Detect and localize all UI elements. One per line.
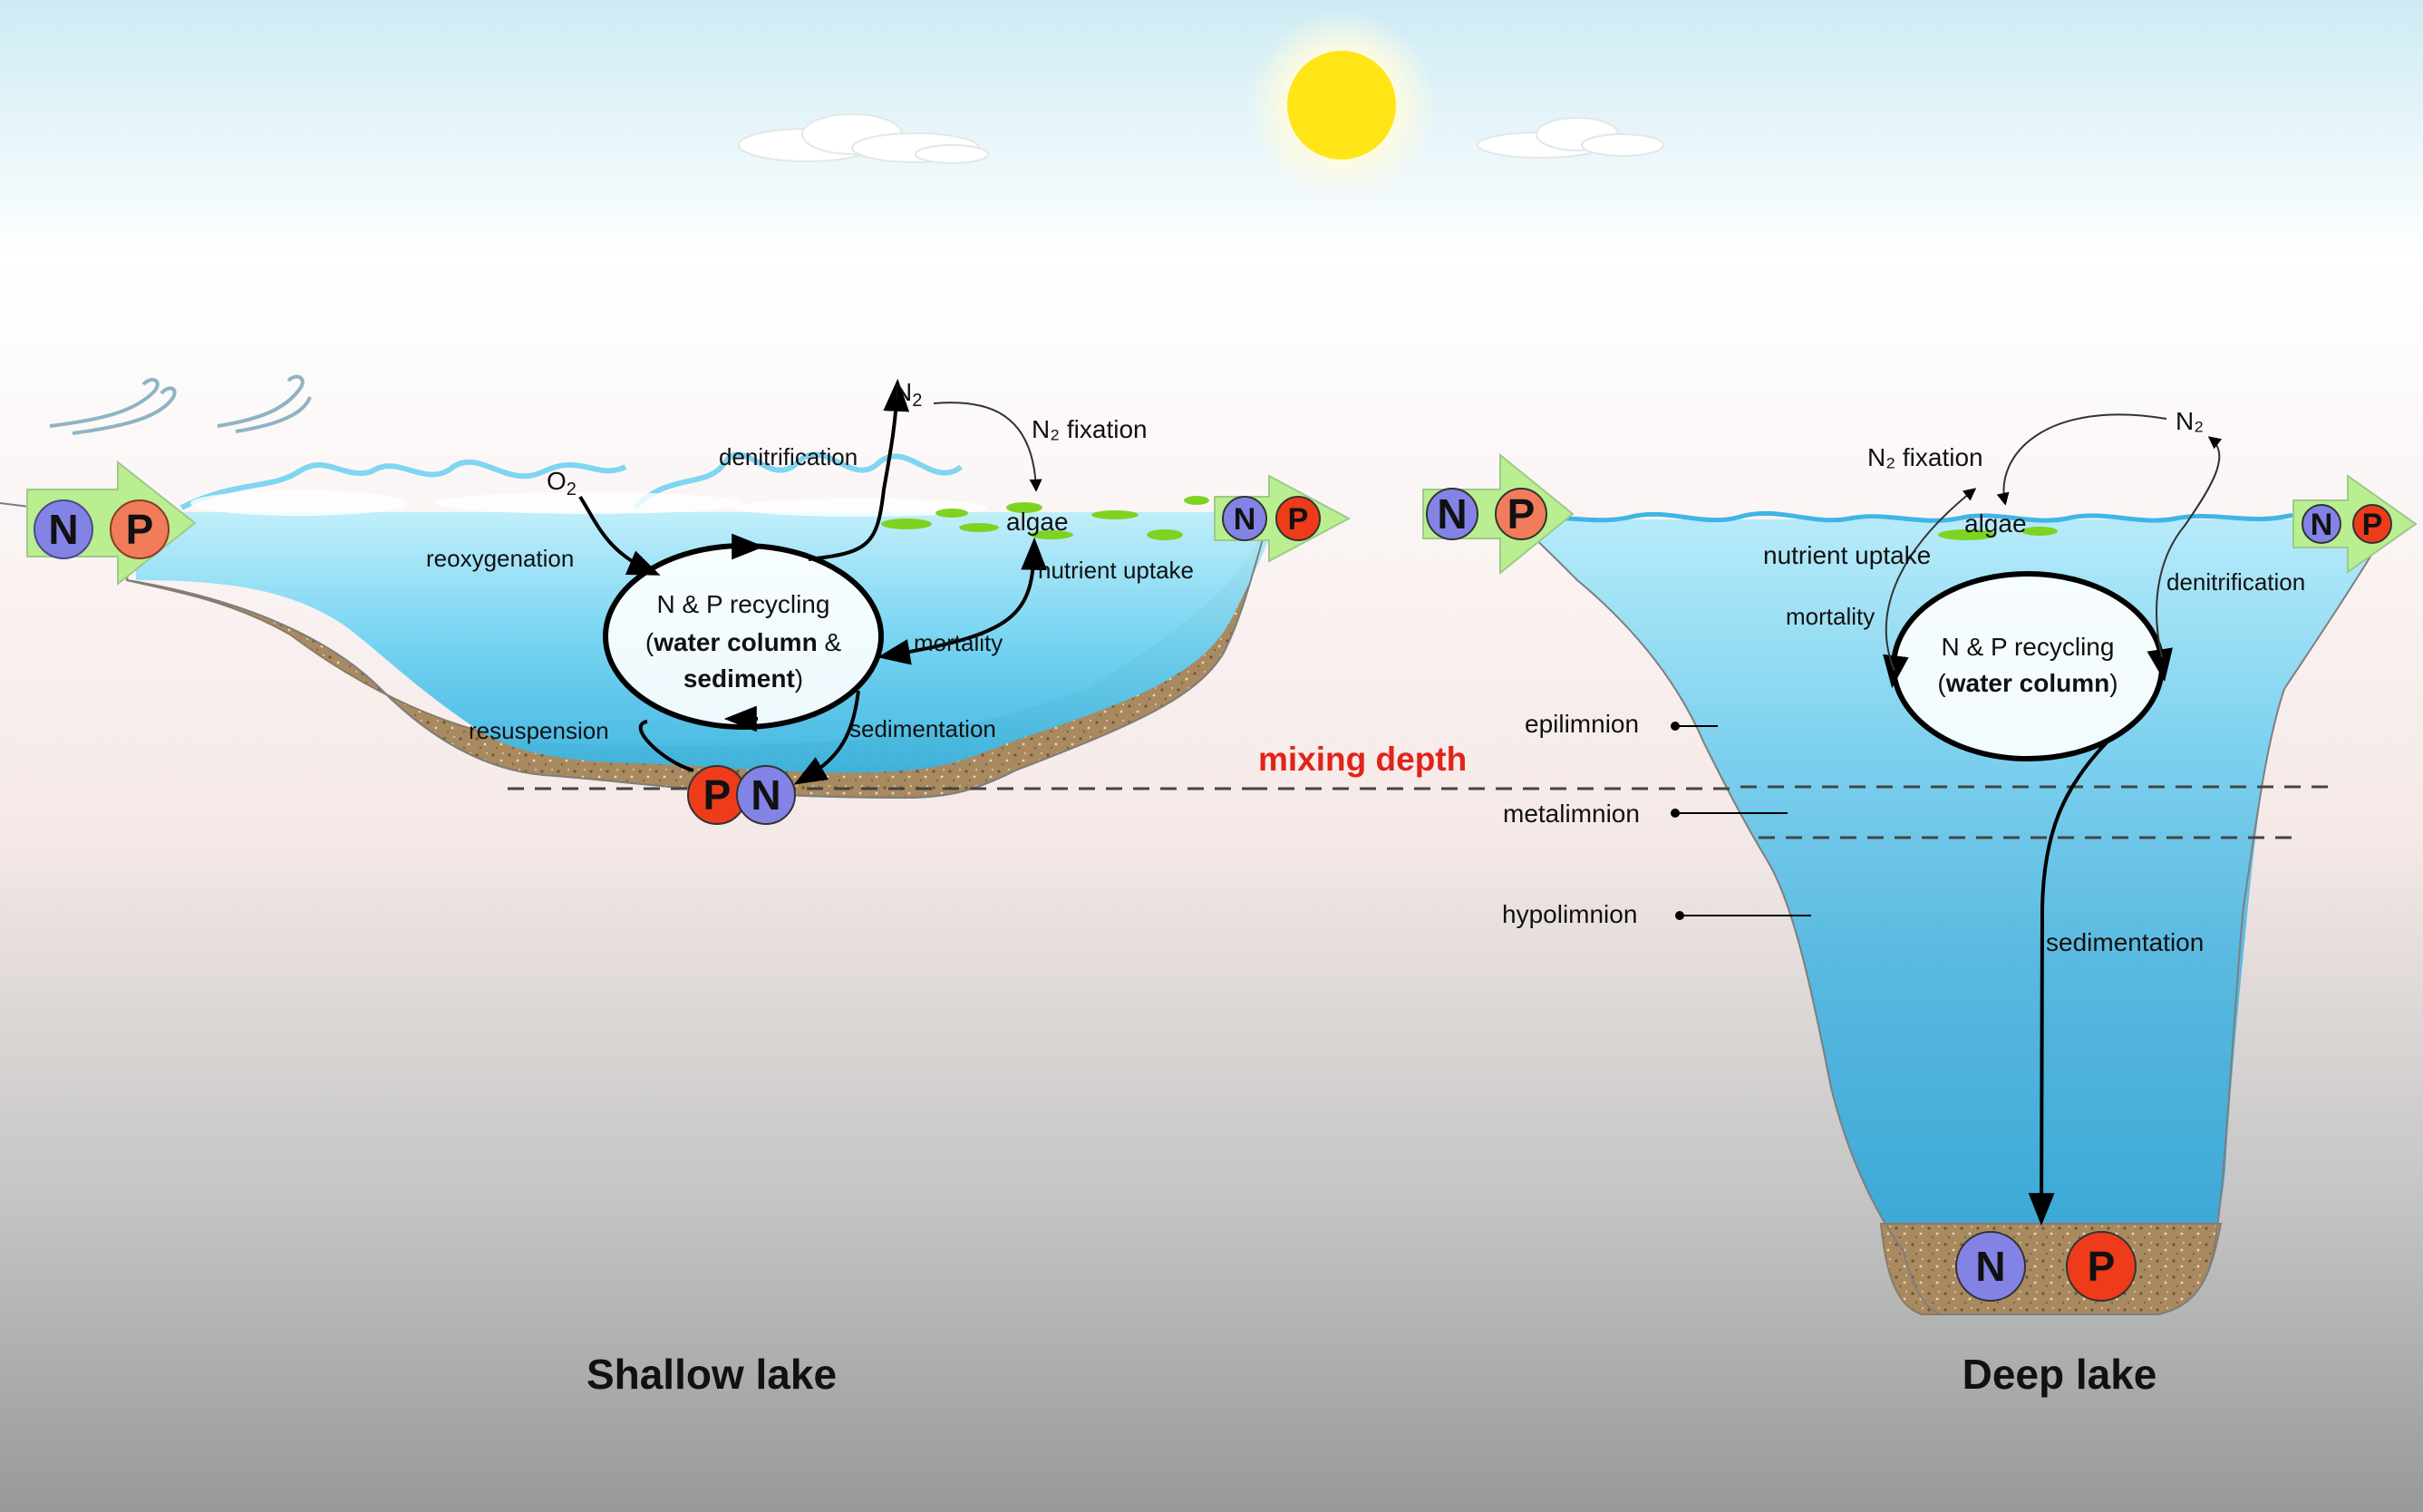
svg-text:P: P [1288, 502, 1309, 537]
svg-text:P: P [1507, 490, 1536, 538]
shallow-waves [179, 451, 963, 510]
n2-fixation-arrow [933, 402, 1042, 492]
svg-text:N: N [2311, 508, 2333, 542]
nitrogen-ball [1955, 1231, 2026, 1302]
shallow-n2-fixation-label: N₂ fixation [1032, 415, 1148, 443]
layer-callouts [1671, 722, 1811, 920]
epilimnion-label: epilimnion [1525, 710, 1639, 738]
shallow-flow-arrows [578, 378, 1048, 785]
svg-text:P: P [126, 506, 154, 553]
shallow-sedimentation-label: sedimentation [849, 715, 996, 742]
shallow-sediment-nutrients: P N [687, 765, 796, 825]
hypolimnion-label: hypolimnion [1502, 900, 1637, 928]
nitrogen-ball [2302, 504, 2341, 544]
phosphorus-ball [1495, 488, 1547, 540]
cloud-icon [738, 113, 989, 164]
deep-water [1514, 519, 2393, 1251]
deep-denitrification-label: denitrification [2166, 568, 2305, 596]
shallow-reoxygenation-label: reoxygenation [426, 545, 574, 572]
shallow-denitrification-label: denitrification [719, 443, 858, 470]
deep-algae-label: algae [1964, 509, 2027, 538]
shallow-algae-label: algae [1006, 508, 1069, 536]
deep-waves [1531, 510, 2394, 523]
wind-icon [49, 374, 312, 435]
metalimnion-label: metalimnion [1503, 800, 1640, 828]
shallow-inflow-arrow: N P [26, 460, 197, 586]
deep-mortality-label: mortality [1786, 603, 1875, 630]
deep-sediment [1879, 1223, 2223, 1315]
svg-text:N: N [1234, 502, 1256, 537]
deep-lake-title: Deep lake [1963, 1351, 2157, 1398]
shallow-n2-label: N2 [894, 378, 922, 411]
nitrogen-ball [34, 499, 93, 559]
svg-text:sediment): sediment) [683, 664, 803, 693]
shallow-outflow-arrow: N P [1214, 474, 1352, 563]
shallow-resuspension-label: resuspension [469, 717, 609, 744]
shallow-nutrient-uptake-label: nutrient uptake [1038, 557, 1194, 584]
svg-text:N & P recycling: N & P recycling [1942, 633, 2115, 661]
sun-icon [1246, 10, 1437, 200]
deep-thin-arrows [1885, 413, 2223, 672]
shallow-foam [190, 490, 988, 517]
deep-sedimentation-label: sedimentation [2046, 928, 2204, 956]
svg-text:N: N [48, 506, 78, 553]
deep-nutrient-uptake-label: nutrient uptake [1763, 541, 1931, 569]
phosphorus-ball [110, 499, 170, 559]
deep-inflow-arrow: N P [1422, 452, 1575, 576]
mixing-depth-label: mixing depth [1258, 741, 1467, 778]
svg-text:P: P [2088, 1243, 2116, 1290]
shallow-o2-label: O2 [547, 467, 577, 499]
deep-outflow-arrow: N P [2292, 474, 2418, 574]
deep-flow-arrows [2028, 740, 2109, 1226]
deep-algae [1938, 527, 2058, 540]
nitrogen-ball [736, 765, 796, 825]
phosphorus-ball [1275, 496, 1321, 541]
shallow-lake-title: Shallow lake [586, 1351, 837, 1398]
phosphorus-ball [2066, 1231, 2137, 1302]
svg-text:N: N [1975, 1243, 2005, 1290]
deep-sediment-nutrients: N P [1955, 1231, 2137, 1302]
shallow-cycle: N & P recycling (water column & sediment… [603, 533, 884, 732]
svg-text:(water column &: (water column & [645, 628, 842, 656]
phosphorus-ball [2352, 504, 2392, 544]
shallow-outline [0, 502, 1270, 800]
svg-text:N: N [751, 771, 780, 819]
cloud-icon [1477, 117, 1664, 159]
shallow-mortality-label: mortality [914, 629, 1003, 656]
svg-text:P: P [703, 771, 732, 819]
deep-n2-fixation-label: N₂ fixation [1867, 443, 1983, 471]
svg-text:N & P recycling: N & P recycling [657, 590, 830, 618]
nitrogen-ball [1222, 496, 1267, 541]
svg-text:P: P [2362, 508, 2383, 542]
deep-n2-label: N₂ [2176, 407, 2204, 435]
algae-patches [881, 496, 1209, 540]
deep-cycle-ellipse [1891, 571, 2165, 761]
nitrogen-ball [1426, 488, 1478, 540]
svg-text:N: N [1437, 490, 1467, 538]
svg-text:(water column): (water column) [1937, 669, 2118, 697]
deep-cycle: N & P recycling (water column) [1883, 571, 2173, 761]
